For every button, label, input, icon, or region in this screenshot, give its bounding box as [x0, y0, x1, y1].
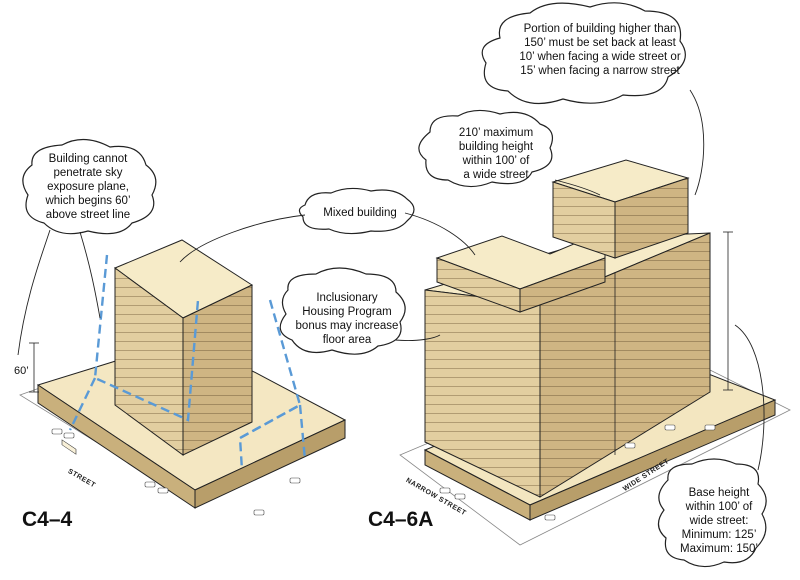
c4-4-podium-side: [194, 419, 346, 509]
leader-lines: [17, 89, 765, 471]
callout-line: a wide street: [463, 169, 529, 181]
callout-line: Mixed building: [323, 207, 397, 219]
title-c4-6a: C4–6A: [368, 508, 434, 531]
cloud-mixed-building: [298, 187, 415, 235]
callout-line: Base height: [688, 487, 750, 499]
callout-line: 150’ must be set back at least: [524, 37, 676, 49]
c4-6a-cars: [439, 424, 716, 521]
c4-4-storefronts: [61, 439, 77, 455]
callout-line: Housing Program: [302, 306, 392, 318]
c4-6a-building-group: [399, 159, 791, 546]
callout-line: above street line: [45, 209, 131, 221]
title-c4-4: C4–4: [22, 508, 73, 531]
callout-line: Building cannot: [48, 153, 128, 165]
callout-line: within 100’ of: [462, 155, 530, 167]
c4-6a-lshape-side: [519, 257, 606, 313]
c4-4-cars: [51, 428, 301, 516]
sky-exposure-plane-lines: [68, 254, 307, 471]
cloud-inclusionary: [279, 267, 406, 355]
cloud-max-height: [418, 109, 553, 188]
c4-4-tower-side: [182, 284, 253, 456]
callout-portion-setback: Portion of building higher than 150’ mus…: [505, 22, 695, 78]
cloud-portion-setback: [481, 2, 686, 105]
callout-line: 15’ when facing a narrow street: [520, 65, 680, 77]
callout-line: Maximum: 150’: [680, 543, 758, 555]
callout-line: bonus may increase: [295, 320, 399, 332]
callout-line: within 100’ of: [685, 501, 753, 513]
callout-max-height: 210’ maximum building height within 100’…: [436, 126, 556, 182]
callout-line: 210’ maximum: [458, 127, 534, 139]
callout-line: exposure plane,: [47, 181, 129, 193]
c4-6a-tower-side: [614, 177, 689, 259]
callout-sky-plane: Building cannot penetrate sky exposure p…: [28, 152, 148, 222]
callout-base-height: Base height within 100’ of wide street: …: [668, 486, 770, 556]
callout-clouds: [22, 2, 767, 568]
callout-inclusionary: Inclusionary Housing Program bonus may i…: [288, 291, 406, 347]
callout-line: which begins 60’: [45, 195, 131, 207]
c4-4-building-group: [19, 239, 347, 516]
callout-line: wide street:: [689, 515, 749, 527]
c4-6a-base-side: [539, 232, 711, 498]
sixty-foot-label: 60’: [14, 365, 29, 377]
callout-mixed-building: Mixed building: [305, 206, 415, 220]
base-height-dimension: [723, 231, 733, 391]
callout-line: Inclusionary: [316, 292, 378, 304]
callout-line: Portion of building higher than: [523, 23, 677, 35]
cloud-base-height: [657, 458, 767, 568]
callout-line: building height: [458, 141, 534, 153]
cloud-sky-plane: [22, 138, 157, 235]
callout-line: 10’ when facing a wide street or: [519, 51, 681, 63]
callout-line: Minimum: 125’: [681, 529, 757, 541]
callout-line: floor area: [322, 334, 372, 346]
callout-line: penetrate sky: [53, 167, 123, 179]
sixty-foot-dimension: [29, 342, 39, 393]
